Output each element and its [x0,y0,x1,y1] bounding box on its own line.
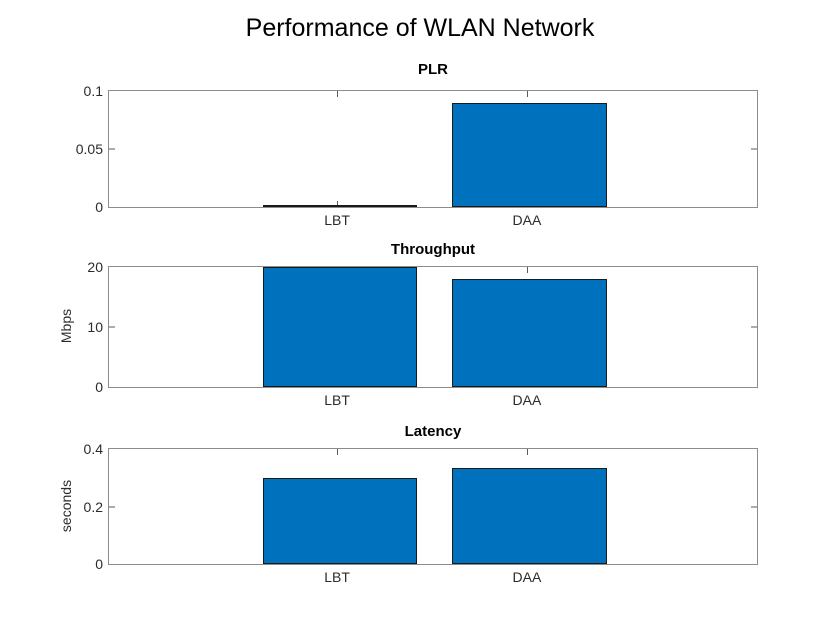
ytick-mark-right-plr-1 [751,148,757,150]
ytick-label-plr-1: 0.05 [75,141,103,157]
plot-area-throughput: 0 10 20 LBT DAA Mbps [58,259,757,408]
xtick-label-plr-daa: DAA [512,212,542,228]
subplot-title-plr: PLR [418,61,448,78]
xtick-label-throughput-daa: DAA [512,392,542,408]
ytick-label-plr-0: 0 [95,199,103,215]
plot-area-latency: 0 0.2 0.4 LBT DAA seconds [58,441,757,585]
ytick-label-latency-0: 0 [95,556,103,572]
ytick-mark-throughput-1 [109,326,115,328]
xtick-mark-top-throughput-daa [526,267,528,273]
xtick-label-latency-daa: DAA [512,569,542,585]
subplot-title-latency: Latency [404,423,462,440]
subplot-title-throughput: Throughput [390,241,476,258]
axes-throughput: 0 10 20 LBT DAA Mbps [58,259,758,408]
xtick-label-throughput-lbt: LBT [324,392,350,408]
ytick-label-throughput-2: 20 [87,259,103,275]
xtick-mark-bottom-plr-lbt [337,201,339,207]
xtick-label-latency-lbt: LBT [324,569,350,585]
bar-latency-lbt [262,477,418,564]
plot-area-plr: 0 0.05 0.1 LBT DAA [76,83,757,228]
ytick-mark-right-throughput-1 [751,326,757,328]
ytick-label-throughput-0: 0 [95,379,103,395]
axes-latency: 0 0.2 0.4 LBT DAA seconds [58,441,758,585]
bar-throughput-lbt [262,267,418,387]
ytick-label-throughput-1: 10 [87,319,103,335]
ylabel-latency: seconds [58,479,74,532]
xtick-mark-top-plr-lbt [337,91,339,97]
xtick-mark-top-latency-daa [526,449,528,455]
xtick-label-plr-lbt: LBT [324,212,350,228]
xtick-mark-top-latency-lbt [337,449,339,455]
bar-throughput-daa [452,279,608,387]
axes-plr: 0 0.05 0.1 LBT DAA [76,83,758,228]
ytick-mark-right-latency-1 [751,506,757,507]
figure-title: Performance of WLAN Network [245,14,595,42]
ytick-mark-latency-1 [109,506,115,507]
ytick-mark-plr-1 [109,148,115,150]
ytick-label-latency-1: 0.2 [83,498,103,515]
bar-plr-daa [452,102,608,207]
bar-plr-lbt [262,205,418,207]
ytick-label-latency-2: 0.4 [83,441,103,457]
ytick-label-plr-2: 0.1 [83,83,103,99]
xtick-mark-top-plr-daa [526,91,528,97]
bar-latency-daa [452,468,608,564]
ylabel-throughput: Mbps [58,308,74,344]
